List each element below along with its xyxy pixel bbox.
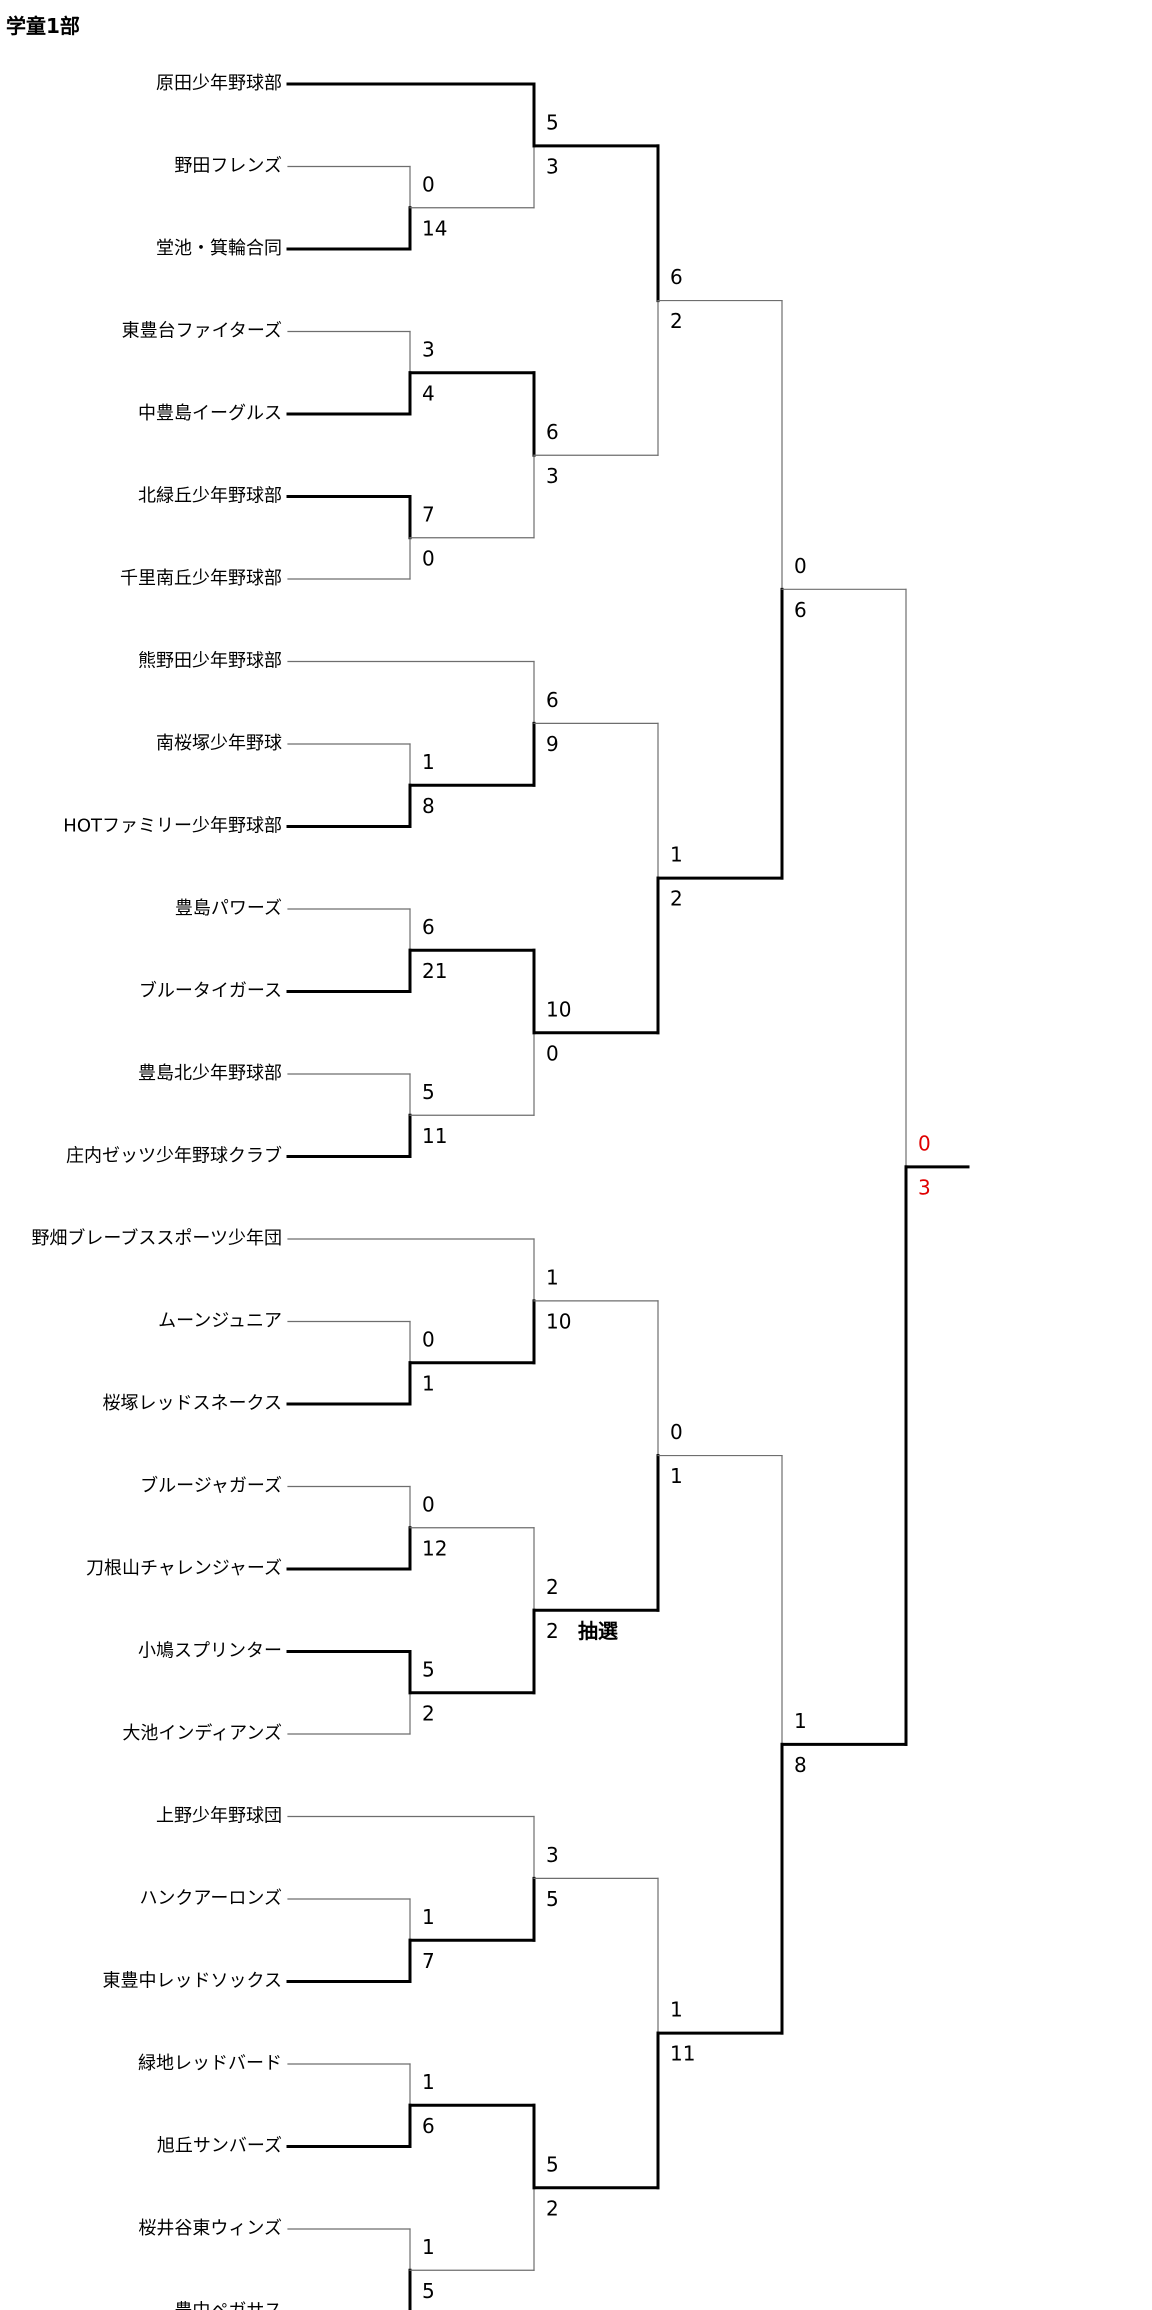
score-top: 6 (670, 265, 683, 289)
score-bottom: 2 (546, 2196, 559, 2220)
score-top: 1 (670, 843, 683, 867)
team-name: ハンクアーロンズ (139, 1888, 282, 1909)
score-top: 5 (422, 1080, 435, 1104)
score-top: 2 (546, 1575, 559, 1599)
team-name: 刀根山チャレンジャーズ (86, 1558, 282, 1579)
score-bottom: 1 (670, 1464, 683, 1488)
team-name: 原田少年野球部 (156, 73, 282, 94)
score-top: 10 (546, 997, 571, 1021)
score-bottom: 8 (794, 1753, 807, 1777)
score-bottom: 2 (670, 309, 683, 333)
team-name: 大池インディアンズ (122, 1723, 282, 1744)
score-bottom: 1 (422, 1371, 435, 1395)
score-bottom: 2 (670, 887, 683, 911)
score-top: 0 (422, 172, 435, 196)
team-name: 野田フレンズ (174, 156, 282, 177)
team-name: 旭丘サンバーズ (157, 2136, 282, 2157)
score-top: 6 (546, 688, 559, 712)
team-name: ブルータイガース (139, 980, 282, 1002)
score-top: 1 (422, 2070, 435, 2094)
score-bottom: 0 (546, 1041, 559, 1065)
team-name: 豊島パワーズ (175, 898, 282, 919)
team-name: 中豊島イーグルス (138, 403, 282, 424)
score-bottom: 2 (422, 1701, 435, 1725)
team-name: 堂池・箕輪合同 (156, 238, 282, 259)
score-top: 1 (546, 1265, 559, 1289)
score-bottom: 8 (422, 794, 435, 818)
score-top: 1 (422, 750, 435, 774)
score-top: 5 (546, 2152, 559, 2176)
team-name: 桜井谷東ウィンズ (138, 2218, 282, 2239)
team-name: ブルージャガーズ (140, 1475, 282, 1497)
page-title: 学童1部 (6, 14, 80, 38)
team-name: 北緑丘少年野球部 (138, 486, 282, 507)
score-bottom: 4 (422, 381, 435, 405)
score-bottom: 3 (918, 1175, 931, 1199)
team-name: 豊島北少年野球部 (138, 1063, 282, 1084)
team-name: 桜塚レッドスネークス (103, 1393, 282, 1414)
team-name: 庄内ゼッツ少年野球クラブ (66, 1145, 282, 1167)
team-name: ムーンジュニア (158, 1311, 282, 1332)
team-name: 熊野田少年野球部 (138, 651, 282, 672)
score-top: 0 (670, 1420, 683, 1444)
score-bottom: 5 (422, 2279, 435, 2303)
score-top: 0 (918, 1131, 931, 1155)
score-top: 1 (670, 1998, 683, 2022)
team-name: 南桜塚少年野球 (156, 733, 282, 754)
score-top: 5 (422, 1657, 435, 1681)
score-top: 0 (422, 1327, 435, 1351)
score-bottom: 2 (546, 1619, 559, 1643)
score-top: 6 (546, 420, 559, 444)
score-bottom: 10 (546, 1309, 571, 1333)
team-name: 緑地レッドバード (138, 2053, 282, 2074)
score-top: 6 (422, 915, 435, 939)
team-name: 小鳩スプリンター (138, 1641, 282, 1662)
team-name: 上野少年野球団 (156, 1806, 282, 1827)
score-top: 7 (422, 502, 435, 526)
score-bottom: 6 (794, 598, 807, 622)
score-bottom: 9 (546, 732, 559, 756)
score-bottom: 7 (422, 1949, 435, 1973)
team-name: HOTファミリー少年野球部 (63, 816, 282, 837)
team-name: 千里南丘少年野球部 (120, 568, 282, 589)
score-top: 1 (422, 2235, 435, 2259)
score-bottom: 3 (546, 154, 559, 178)
score-bottom: 0 (422, 546, 435, 570)
score-bottom: 11 (670, 2042, 695, 2066)
score-top: 1 (794, 1709, 807, 1733)
score-top: 0 (422, 1492, 435, 1516)
score-top: 3 (546, 1843, 559, 1867)
score-top: 0 (794, 554, 807, 578)
score-bottom: 5 (546, 1887, 559, 1911)
team-name: 東豊中レッドソックス (103, 1971, 282, 1992)
lottery-note: 抽選 (578, 1619, 618, 1643)
score-top: 5 (546, 110, 559, 134)
score-bottom: 21 (422, 959, 447, 983)
team-name: 東豊台ファイターズ (122, 321, 282, 342)
team-name: 野畑ブレーブススポーツ少年団 (31, 1227, 282, 1249)
score-bottom: 11 (422, 1124, 447, 1148)
score-bottom: 6 (422, 2114, 435, 2138)
score-bottom: 14 (422, 216, 447, 240)
score-top: 1 (422, 1905, 435, 1929)
team-name: 豊中ペガサス (174, 2301, 282, 2310)
score-top: 3 (422, 337, 435, 361)
score-bottom: 12 (422, 1536, 447, 1560)
score-bottom: 3 (546, 464, 559, 488)
